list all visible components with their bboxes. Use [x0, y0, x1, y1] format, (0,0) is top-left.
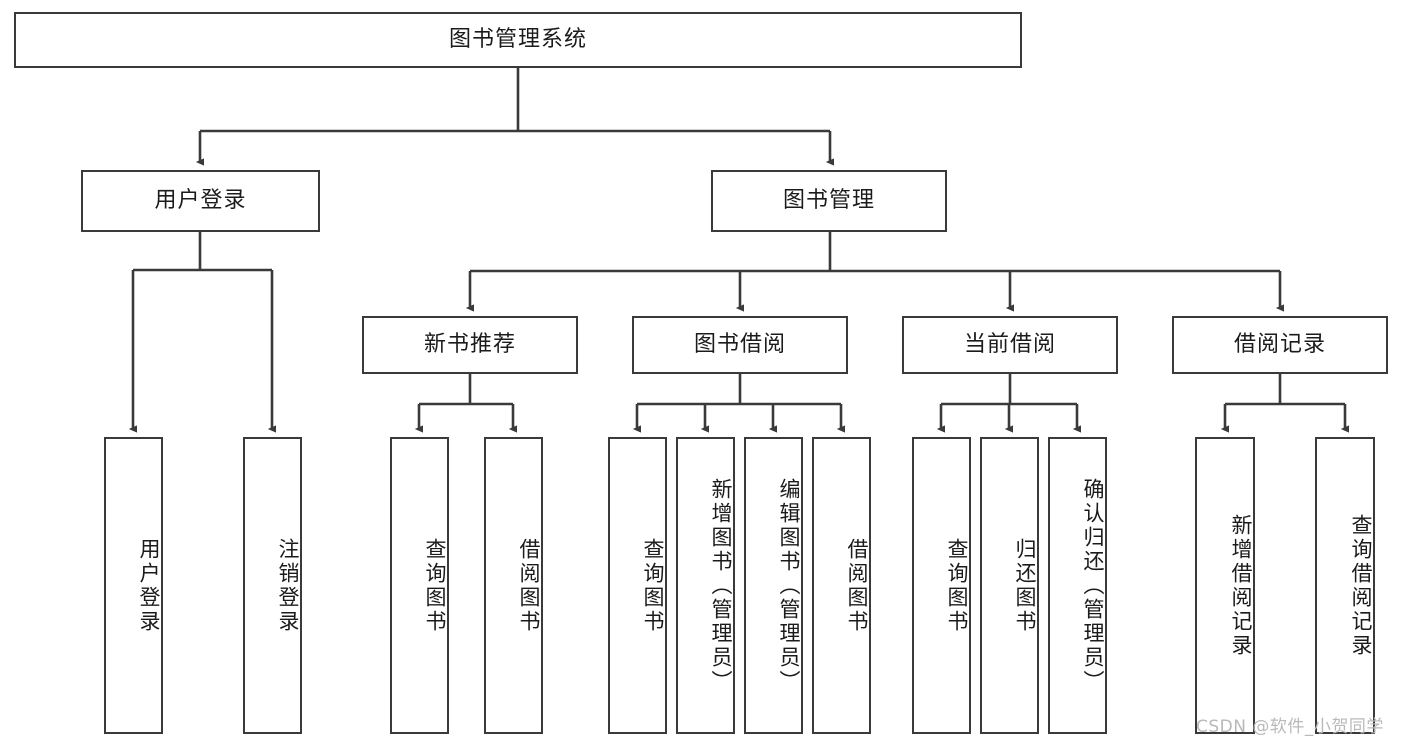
node-label: 借阅图书	[845, 537, 869, 634]
node-label: 查询借阅记录	[1349, 513, 1373, 658]
leaf-borrow-record-query-record[interactable]: 查询借阅记录	[1315, 437, 1375, 734]
node-label: 用户登录	[154, 187, 247, 213]
node-book-borrow[interactable]: 图书借阅	[632, 316, 848, 374]
node-label: 图书借阅	[693, 331, 786, 357]
node-label: 借阅图书	[517, 537, 541, 634]
leaf-book-borrow-add-book-admin[interactable]: 新增图书（管理员）	[676, 437, 735, 734]
node-label: 归还图书	[1013, 537, 1037, 634]
node-label: 确认归还（管理员）	[1081, 477, 1105, 694]
node-label: 查询图书	[945, 537, 969, 634]
leaf-current-borrow-return-book[interactable]: 归还图书	[980, 437, 1039, 734]
node-new-book-recommend[interactable]: 新书推荐	[362, 316, 578, 374]
leaf-new-book-borrow-book[interactable]: 借阅图书	[484, 437, 543, 734]
node-label: 用户登录	[137, 537, 161, 634]
node-label: 注销登录	[276, 537, 300, 634]
leaf-book-borrow-edit-book-admin[interactable]: 编辑图书（管理员）	[744, 437, 803, 734]
node-user-login[interactable]: 用户登录	[81, 170, 320, 232]
node-label: 借阅记录	[1233, 331, 1326, 357]
leaf-book-borrow-query-book[interactable]: 查询图书	[608, 437, 667, 734]
node-current-borrow[interactable]: 当前借阅	[902, 316, 1118, 374]
node-label: 图书管理系统	[448, 26, 587, 52]
node-label: 编辑图书（管理员）	[777, 477, 801, 694]
leaf-user-login-logout[interactable]: 注销登录	[243, 437, 302, 734]
leaf-user-login-login[interactable]: 用户登录	[104, 437, 163, 734]
node-label: 当前借阅	[963, 331, 1056, 357]
node-borrow-record[interactable]: 借阅记录	[1172, 316, 1388, 374]
node-label: 查询图书	[423, 537, 447, 634]
leaf-current-borrow-confirm-return-admin[interactable]: 确认归还（管理员）	[1048, 437, 1107, 734]
leaf-current-borrow-query-book[interactable]: 查询图书	[912, 437, 971, 734]
leaf-new-book-query-book[interactable]: 查询图书	[390, 437, 449, 734]
node-root-book-management-system[interactable]: 图书管理系统	[14, 12, 1022, 68]
node-label: 查询图书	[641, 537, 665, 634]
node-label: 图书管理	[782, 187, 875, 213]
leaf-borrow-record-add-record[interactable]: 新增借阅记录	[1195, 437, 1255, 734]
node-label: 新增图书（管理员）	[709, 477, 733, 694]
node-label: 新书推荐	[423, 331, 516, 357]
node-book-management[interactable]: 图书管理	[711, 170, 947, 232]
node-label: 新增借阅记录	[1229, 513, 1253, 658]
csdn-watermark: CSDN @软件_小贺同学	[1196, 717, 1384, 737]
leaf-book-borrow-borrow-book[interactable]: 借阅图书	[812, 437, 871, 734]
